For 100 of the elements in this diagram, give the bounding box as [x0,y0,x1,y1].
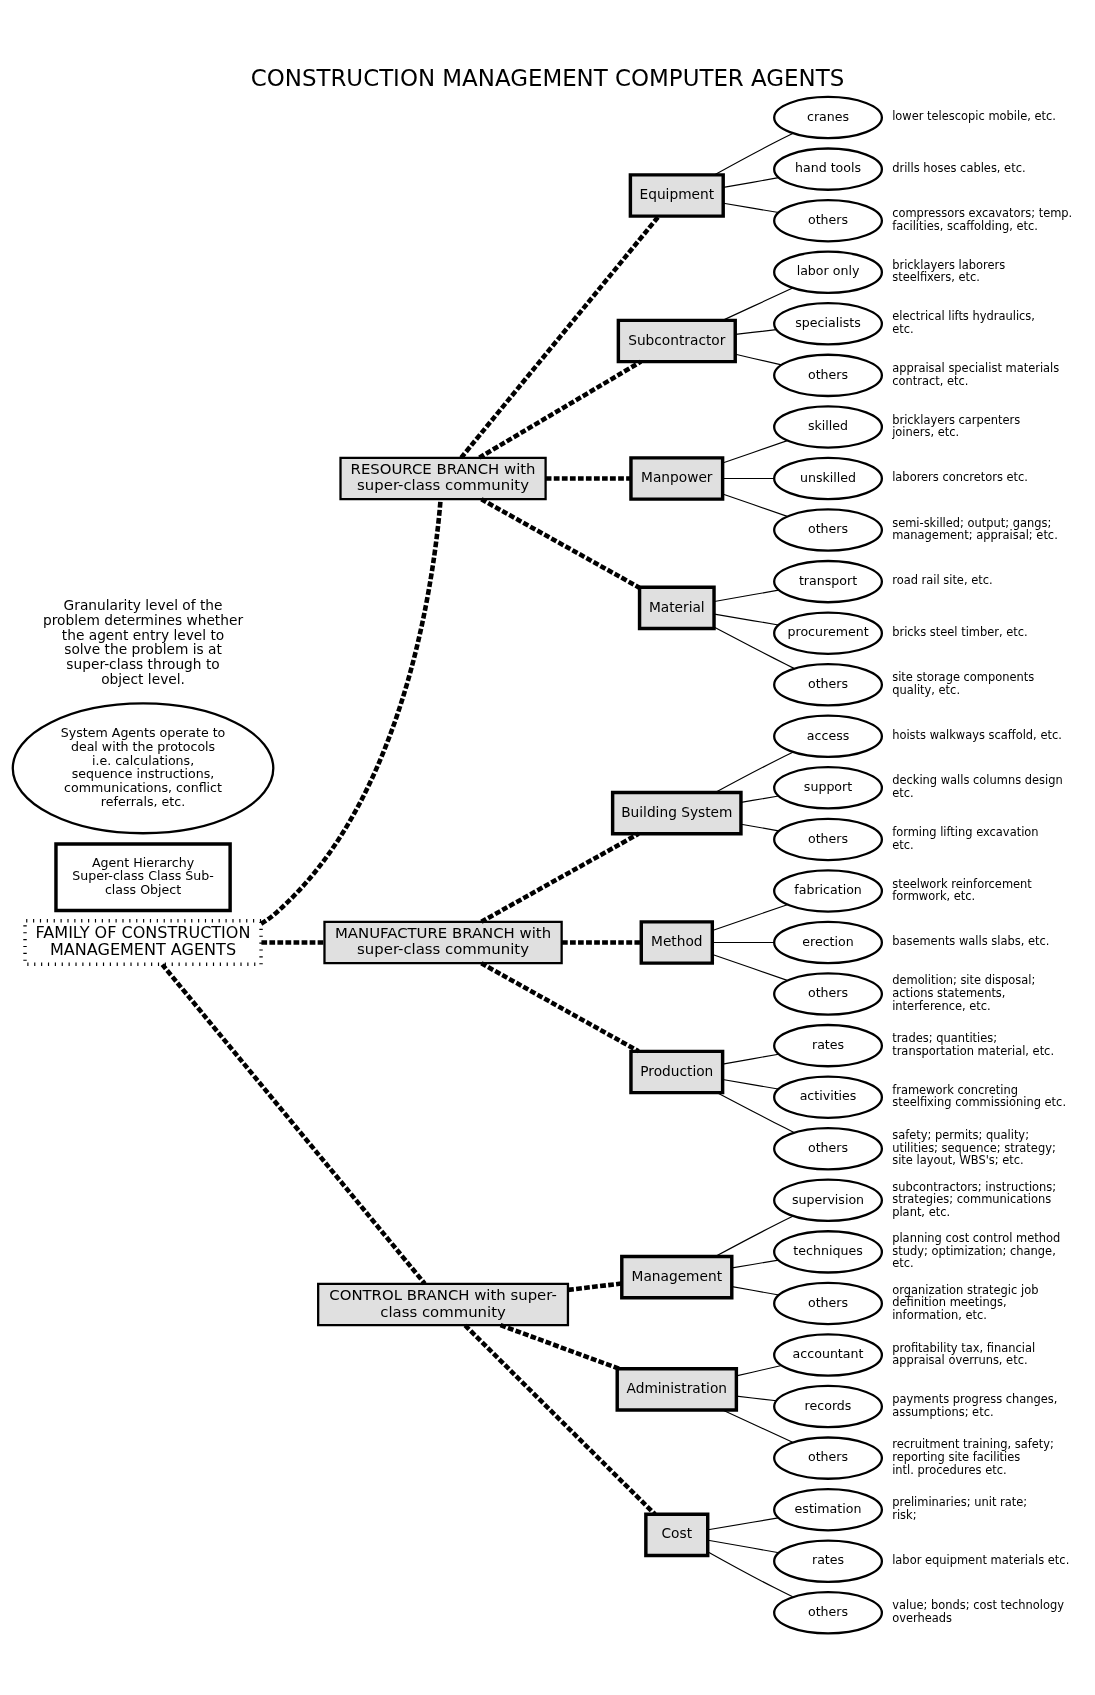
connector [735,1364,783,1376]
node-ellipse: activities [773,1074,884,1119]
node-box: Material [637,585,716,630]
node-label: steelwork reinforcement formwork, etc. [892,876,1032,903]
node-label: drills hoses cables, etc. [892,160,1026,175]
node-label: labor equipment materials etc. [892,1552,1070,1567]
node-box: CONTROL BRANCH with super-class community [317,1282,570,1326]
connector [722,477,775,479]
connector [499,1322,620,1371]
connector [545,475,631,481]
node-ellipse: cranes [773,95,884,139]
node-ellipse: estimation [773,1487,884,1531]
node-label: value; bonds; cost technology overheads [892,1597,1065,1625]
node-ellipse: access [773,714,884,758]
node-box: FAMILY OF CONSTRUCTION MANAGEMENT AGENTS [23,918,263,966]
node-ellipse: hand tools [773,146,884,191]
node-label: bricklayers laborers steelfixers, etc. [892,257,1006,284]
connector [722,202,780,213]
connector [480,831,640,924]
connector [561,939,642,945]
node-label: recruitment training, safety; reporting site facilities intl. procedures etc. [892,1436,1054,1477]
node-label: semi-skilled; output; gangs; management; appraisal; etc. [892,515,1058,542]
node-box: RESOURCE BRANCH with super-class community [339,456,547,500]
node-label: bricklayers carpenters joiners, etc. [892,412,1021,439]
node-label: forming lifting excavation etc. [892,824,1039,852]
node-ellipse: others [773,1281,884,1325]
node-ellipse: procurement [773,610,884,655]
node-label: preliminaries; unit rate; risk; [892,1494,1028,1522]
node-box: Management [620,1254,734,1299]
connector [259,498,443,926]
node-label: organization strategic job definition meetings, information, etc. [892,1282,1039,1322]
node-ellipse: rates [773,1023,884,1067]
node-ellipse: supervision [773,1178,884,1222]
node-ellipse: support [773,765,884,810]
node-box: Building System [610,790,743,835]
node-ellipse: rates [773,1538,884,1583]
connector [711,903,788,931]
connector [711,953,788,981]
node-box: Method [639,919,715,965]
connector [463,1323,657,1516]
connector [711,941,775,943]
node-ellipse: others [773,662,884,706]
node-box: Subcontractor [616,318,737,363]
node-label: compressors excavators; temp. facilities, scaffolding, etc. [892,205,1073,233]
connector [713,613,779,626]
connector [480,960,640,1053]
node-box: Production [629,1049,725,1094]
node-label: trades; quantities; transportation material, etc. [892,1030,1055,1058]
connector [707,1539,780,1553]
node-ellipse: System Agents operate to deal with the protocols i.e. calculations, sequence instructions, communications, conflict referrals, etc. [11,701,275,834]
node-ellipse: erection [773,920,884,964]
node-box: Agent Hierarchy Super-class Class Sub-class Object [54,841,232,912]
node-label: decking walls columns design etc. [892,772,1063,800]
connector [478,359,643,460]
connector [480,496,641,590]
node-ellipse: others [773,1126,884,1171]
node-ellipse: transport [773,559,884,603]
node-label: safety; permits; quality; utilities; sequence; strategy; site layout, WBS's; etc. [892,1127,1056,1167]
node-label: planning cost control method study; optimization; change, etc. [892,1230,1061,1270]
node-ellipse: others [773,507,884,552]
node-box: Equipment [628,172,725,218]
node-ellipse: others [773,1590,884,1635]
node-ellipse: others [773,1435,884,1480]
node-label: demolition; site disposal; actions statements, interference, etc. [892,972,1036,1013]
connector [731,1259,779,1268]
node-label: road rail site, etc. [892,572,993,587]
connector [707,1516,779,1530]
node-ellipse: fabrication [773,868,884,913]
node-label: payments progress changes, assumptions; etc. [892,1391,1058,1419]
connector [734,328,777,335]
connector [722,492,788,517]
node-box: Manpower [629,455,725,501]
connector [722,439,788,464]
connector [713,589,779,602]
node-box: Cost [644,1512,710,1557]
connector [261,939,325,945]
node-label: hoists walkways scaffold, etc. [892,727,1062,742]
node-label: basements walls slabs, etc. [892,933,1050,948]
node-box: Administration [615,1366,739,1412]
node-ellipse: unskilled [773,456,884,500]
node-label: electrical lifts hydraulics, etc. [892,308,1035,336]
node-label: site storage components quality, etc. [892,669,1035,697]
connector [735,1395,777,1401]
node-ellipse: specialists [773,301,884,346]
node-label: bricks steel timber, etc. [892,624,1028,639]
connector [722,1078,779,1089]
node-ellipse: others [773,198,884,242]
node-ellipse: others [773,971,884,1016]
connector [459,214,661,459]
node-label: appraisal specialist materials contract, etc. [892,360,1060,388]
connector [722,1053,780,1065]
node-ellipse: others [773,817,884,861]
connector [722,1408,794,1443]
node-ellipse: skilled [773,404,884,449]
node-label: lower telescopic mobile, etc. [892,108,1056,123]
node-ellipse: accountant [773,1332,884,1377]
connector [160,962,427,1285]
connector [740,823,780,831]
node-ellipse: techniques [773,1229,884,1274]
connector [740,794,780,803]
